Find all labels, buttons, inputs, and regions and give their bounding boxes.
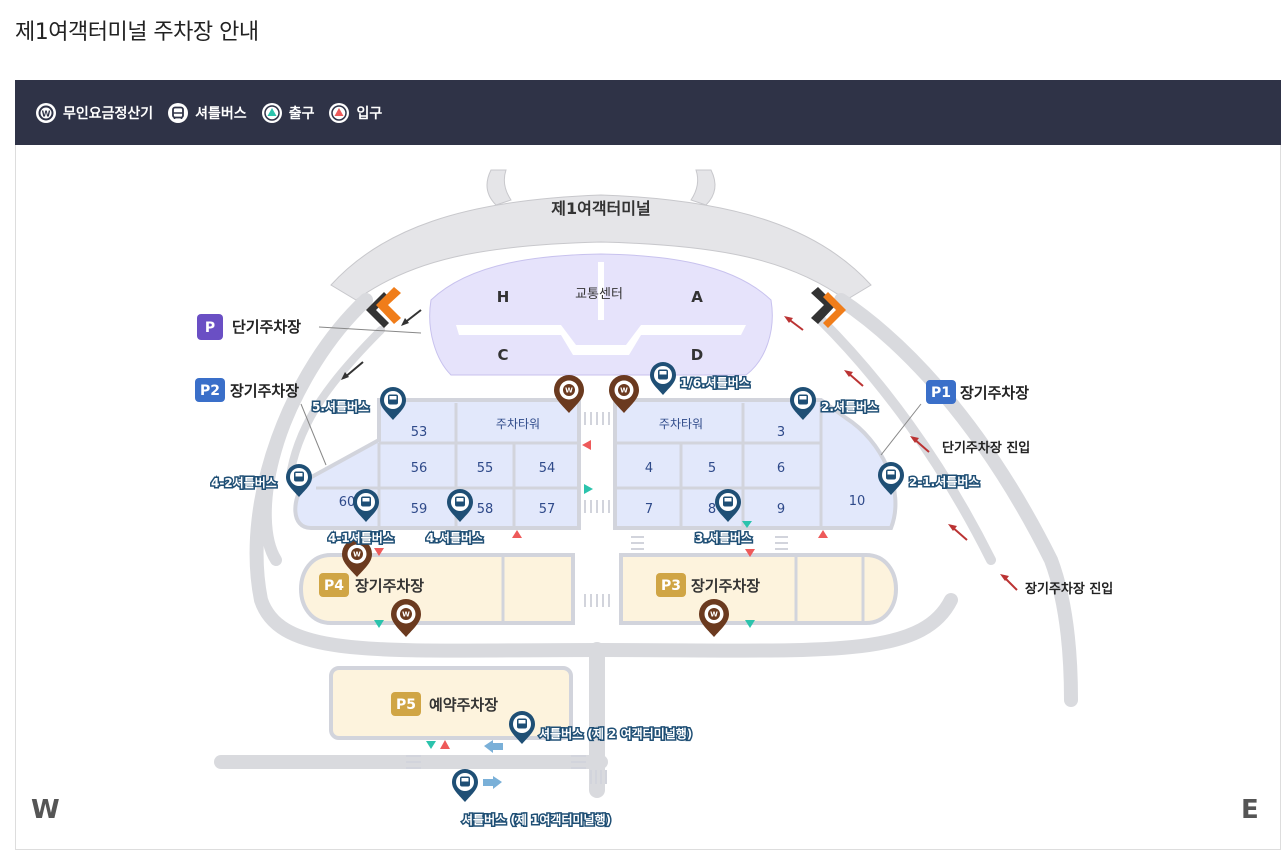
zone-56: 56 (411, 461, 428, 476)
gate-d: D (691, 346, 703, 364)
parking-map: W H A C D 교통센터 제1여객터미널 (31, 169, 1259, 829)
pedestrian-crossings (406, 412, 788, 784)
zone-4: 4 (645, 461, 653, 476)
badge-p3: P3 (661, 578, 681, 594)
label-short: 단기주차장 (232, 318, 301, 336)
p4-block (299, 553, 575, 625)
zone-60: 60 (339, 495, 356, 510)
compass-west: W (31, 795, 60, 825)
legend-item-pay: W 무인요금정산기 (35, 102, 153, 124)
legend-item-exit: 출구 (261, 102, 315, 124)
compass-east: E (1241, 795, 1259, 825)
zone-59: 59 (411, 502, 428, 517)
shuttle-label-4-1: 4-1셔틀버스 (328, 530, 394, 545)
label-p4: 장기주차장 (355, 577, 424, 595)
zone-10: 10 (849, 494, 866, 509)
tower-east: 주차타워 (659, 417, 703, 431)
badge-short: P (205, 320, 215, 336)
zone-9: 9 (777, 502, 785, 517)
badge-p5: P5 (396, 697, 416, 713)
shuttle-bus-icon (452, 769, 478, 802)
entrance-arrow-icon (329, 102, 350, 123)
shuttle-label-3: 3.셔틀버스 (695, 530, 752, 545)
label-p1: 장기주차장 (960, 384, 1029, 402)
transport-center-label: 교통센터 (575, 287, 623, 302)
zone-57: 57 (539, 502, 556, 517)
badge-p1: P1 (931, 385, 951, 401)
zone-54: 54 (539, 461, 556, 476)
direction-chevrons (366, 287, 846, 328)
shuttle-bus-icon (168, 102, 189, 123)
lot-p1: P1 장기주차장 (880, 380, 1029, 456)
svg-text:W: W (42, 109, 51, 118)
terminal-building (330, 169, 872, 301)
lot-p4: P4 장기주차장 (319, 573, 424, 597)
badge-p4: P4 (324, 578, 344, 594)
page-title: 제1여객터미널 주차장 안내 (15, 20, 259, 45)
shuttle-label-5: 5.셔틀버스 (312, 399, 369, 414)
zone-58: 58 (477, 502, 494, 517)
won-pay-icon (391, 599, 421, 637)
zone-8: 8 (708, 502, 716, 517)
legend-item-shuttle: 셔틀버스 (167, 102, 247, 124)
shuttle-label-to-t2: 셔틀버스 (제 2 여객터미널행) (539, 726, 692, 741)
shuttle-label-4-2: 4-2셔틀버스 (211, 475, 277, 490)
legend-bar: W 무인요금정산기 셔틀버스 출구 입구 (15, 80, 1281, 145)
lot-p2: P2 장기주차장 (195, 378, 327, 466)
label-p5: 예약주차장 (429, 696, 498, 714)
zone-3: 3 (777, 425, 785, 440)
map-frame: W H A C D 교통센터 제1여객터미널 (15, 145, 1281, 850)
shuttle-label-2-1: 2-1.셔틀버스 (909, 474, 979, 489)
zone-labels: 53 56 55 54 60 59 58 57 3 4 5 6 7 8 9 10… (339, 417, 866, 517)
lot-p3: P3 장기주차장 (656, 573, 760, 597)
lot-short-term: P 단기주차장 (197, 314, 422, 340)
label-p2: 장기주차장 (230, 382, 299, 400)
zone-7: 7 (645, 502, 653, 517)
east-parking-block (613, 398, 898, 530)
tower-west: 주차타워 (496, 417, 540, 431)
label-p3: 장기주차장 (691, 577, 760, 595)
badge-p2: P2 (200, 383, 220, 399)
zone-5: 5 (708, 461, 716, 476)
lot-p5: P5 예약주차장 (391, 692, 498, 716)
shuttle-labels: 1/6.셔틀버스 2.셔틀버스 2-1.셔틀버스 5.셔틀버스 4-2셔틀버스 … (210, 374, 981, 829)
p3-block (619, 553, 898, 625)
gate-h: H (497, 288, 510, 306)
zone-55: 55 (477, 461, 494, 476)
legend-label-exit: 출구 (288, 105, 315, 122)
terminal-label: 제1여객터미널 (551, 199, 650, 218)
road-network (214, 293, 1078, 798)
shuttle-bus-icon (650, 362, 676, 395)
zone-53: 53 (411, 425, 428, 440)
legend-label-shuttle: 셔틀버스 (195, 105, 247, 122)
short-entry-label: 단기주차장 진입 (942, 440, 1030, 456)
won-pay-icon: W (36, 102, 56, 123)
shuttle-label-1-6: 1/6.셔틀버스 (680, 375, 750, 390)
zone-6: 6 (777, 461, 785, 476)
exit-arrow-icon (261, 102, 282, 123)
gate-a: A (691, 288, 703, 306)
lane-arrows (341, 309, 1018, 591)
legend-item-entrance: 입구 (328, 102, 382, 124)
shuttle-label-to-t1: 셔틀버스 (제 1여객터미널행) (462, 812, 611, 827)
gate-c: C (497, 346, 508, 364)
long-entry-label: 장기주차장 진입 (1025, 581, 1113, 597)
shuttle-label-4: 4.셔틀버스 (426, 530, 483, 545)
legend-label-entrance: 입구 (356, 105, 383, 122)
entrance-exit-markers (374, 440, 828, 789)
shuttle-label-2: 2.셔틀버스 (821, 399, 878, 414)
legend-label-pay: 무인요금정산기 (63, 105, 154, 122)
won-pay-icon (699, 599, 729, 637)
transport-center: H A C D 교통센터 (429, 253, 773, 376)
